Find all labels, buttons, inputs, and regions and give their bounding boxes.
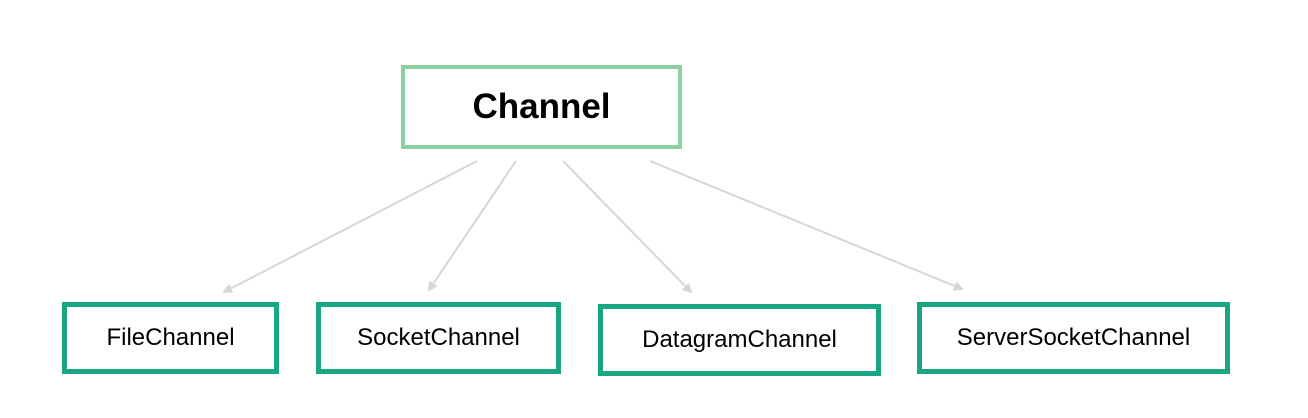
channel-label: Channel	[472, 87, 611, 126]
arrow-to-datagramchannel	[562, 160, 693, 294]
arrow-to-serversocketchannel	[649, 160, 964, 291]
datagramchannel-node: DatagramChannel	[598, 304, 881, 376]
serversocketchannel-node: ServerSocketChannel	[917, 302, 1230, 374]
socketchannel-label: SocketChannel	[357, 324, 520, 351]
serversocketchannel-label: ServerSocketChannel	[956, 324, 1191, 351]
datagramchannel-label: DatagramChannel	[642, 326, 837, 353]
arrow-to-filechannel	[222, 160, 478, 293]
filechannel-node: FileChannel	[62, 302, 279, 374]
socketchannel-node: SocketChannel	[316, 302, 561, 374]
filechannel-label: FileChannel	[106, 324, 235, 351]
arrow-to-socketchannel	[427, 160, 517, 292]
channel-node: Channel	[401, 65, 682, 149]
